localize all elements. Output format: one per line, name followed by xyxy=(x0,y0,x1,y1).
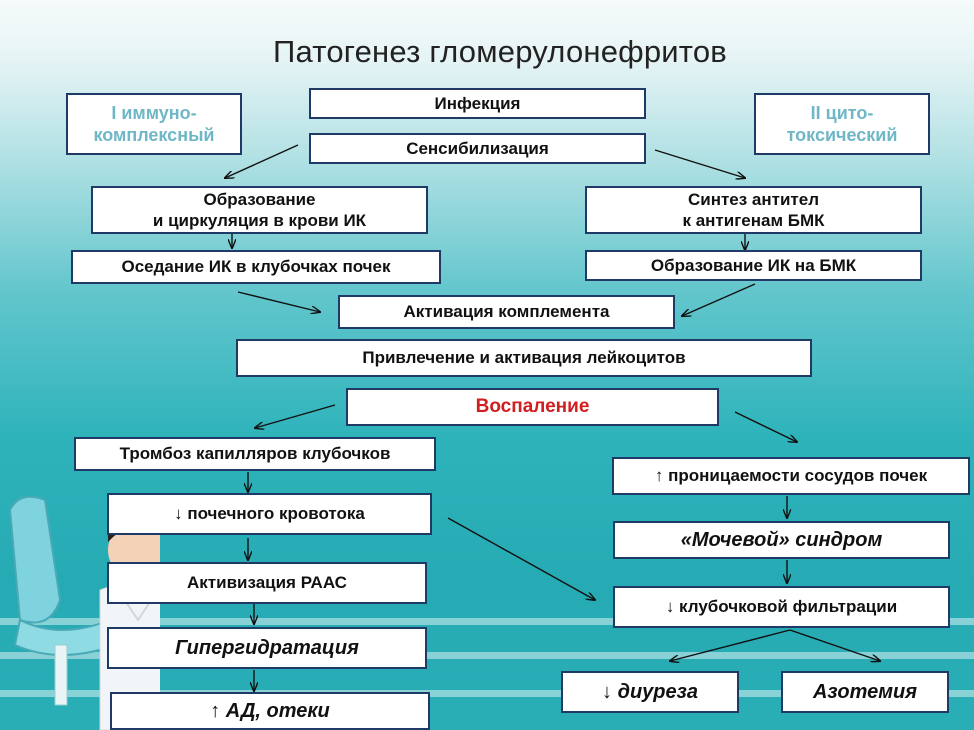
arrow-to-complement-right xyxy=(682,283,756,316)
arrow-to-ic-formation xyxy=(225,144,299,178)
azotemia-label: Азотемия xyxy=(812,680,918,703)
infection-label: Инфекция xyxy=(434,93,521,113)
leukocytes-label: Привлечение и активация лейкоцитов xyxy=(362,348,686,368)
complement-box: Активация комплемента xyxy=(338,295,675,329)
thrombosis-box: Тромбоз капилляров клубочков xyxy=(74,437,436,471)
leukocytes-box: Привлечение и активация лейкоцитов xyxy=(236,339,812,377)
decorative-stripe xyxy=(0,690,974,697)
arrow-to-complement-left xyxy=(237,291,320,312)
azotemia-box: Азотемия xyxy=(781,671,949,713)
ic-on-gbm-box: Образование ИК на БМК xyxy=(585,250,922,281)
complement-label: Активация комплемента xyxy=(403,302,610,322)
decorative-stripe xyxy=(0,618,974,625)
arrow-to-diuresis xyxy=(670,629,791,661)
raas-box: Активизация РААС xyxy=(107,562,427,604)
raas-label: Активизация РААС xyxy=(187,573,347,593)
arrow-to-thrombosis xyxy=(255,404,336,428)
page-title: Патогенез гломерулонефритов xyxy=(273,34,727,69)
immunocomplex-type-label: I иммуно- комплексный xyxy=(93,102,215,146)
bp-edema-label: ↑ АД, отеки xyxy=(210,699,330,722)
cytotoxic-type-box: II цито- токсический xyxy=(754,93,930,155)
ic-formation-label: Образование и циркуляция в крови ИК xyxy=(152,189,367,230)
diuresis-box: ↓ диуреза xyxy=(561,671,739,713)
diuresis-label: ↓ диуреза xyxy=(602,680,698,703)
ic-formation-box: Образование и циркуляция в крови ИК xyxy=(91,186,428,234)
ic-deposition-label: Оседание ИК в клубочках почек xyxy=(121,257,391,277)
decorative-stripe xyxy=(0,652,974,659)
immunocomplex-type-box: I иммуно- комплексный xyxy=(66,93,242,155)
permeability-label: ↑ проницаемости сосудов почек xyxy=(654,466,928,486)
thrombosis-label: Тромбоз капилляров клубочков xyxy=(119,444,391,464)
sensibilization-box: Сенсибилизация xyxy=(309,133,646,164)
hyperhydration-box: Гипергидратация xyxy=(107,627,427,669)
antibody-synthesis-label: Синтез антител к антигенам БМК xyxy=(682,189,825,230)
cytotoxic-type-label: II цито- токсический xyxy=(786,102,898,146)
hyperhydration-label: Гипергидратация xyxy=(175,636,359,659)
inflammation-label: Воспаление xyxy=(475,396,590,418)
renal-blood-flow-box: ↓ почечного кровотока xyxy=(107,493,432,535)
arrow-to-azotemia xyxy=(789,629,880,661)
bp-edema-box: ↑ АД, отеки xyxy=(110,692,430,730)
arrow-to-permeability xyxy=(734,411,797,442)
antibody-synthesis-box: Синтез антител к антигенам БМК xyxy=(585,186,922,234)
urinary-syndrome-box: «Мочевой» синдром xyxy=(613,521,950,559)
arrow-to-gfr xyxy=(447,517,595,600)
permeability-box: ↑ проницаемости сосудов почек xyxy=(612,457,970,495)
gfr-box: ↓ клубочковой фильтрации xyxy=(613,586,950,628)
arrow-to-antibody-synthesis xyxy=(654,149,745,178)
ic-on-gbm-label: Образование ИК на БМК xyxy=(650,255,857,275)
renal-blood-flow-label: ↓ почечного кровотока xyxy=(174,504,365,524)
ic-deposition-box: Оседание ИК в клубочках почек xyxy=(71,250,441,284)
sensibilization-label: Сенсибилизация xyxy=(406,138,549,158)
gfr-label: ↓ клубочковой фильтрации xyxy=(665,597,898,617)
inflammation-box: Воспаление xyxy=(346,388,719,426)
infection-box: Инфекция xyxy=(309,88,646,119)
urinary-syndrome-label: «Мочевой» синдром xyxy=(680,528,883,551)
